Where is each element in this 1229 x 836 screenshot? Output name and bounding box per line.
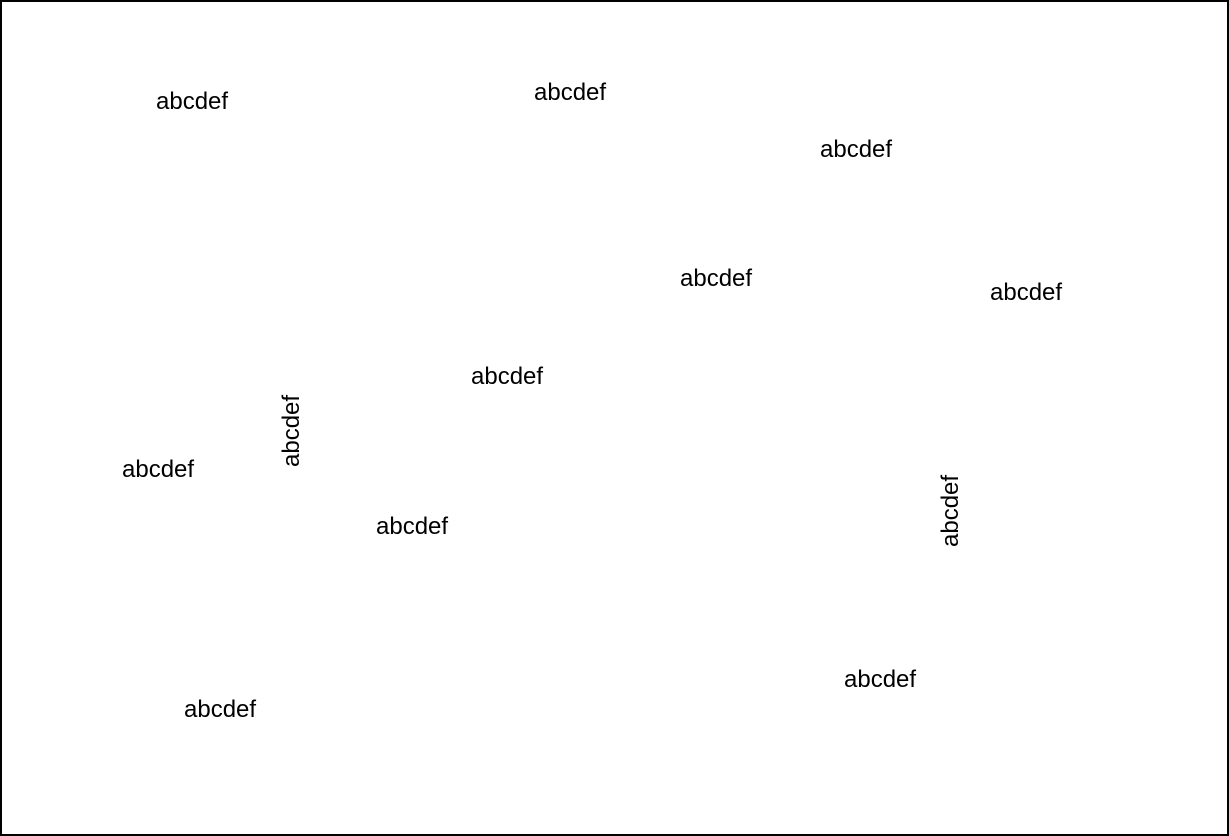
- text-label: abcdef: [376, 513, 449, 540]
- text-label: abcdef: [820, 136, 893, 163]
- rotated-text-label: abcdef: [937, 474, 964, 547]
- text-label: abcdef: [122, 456, 195, 483]
- text-label: abcdef: [156, 88, 229, 115]
- text-label: abcdef: [534, 79, 607, 106]
- rotated-text-label: abcdef: [278, 394, 305, 467]
- text-label: abcdef: [990, 279, 1063, 306]
- text-label: abcdef: [471, 363, 544, 390]
- text-label: abcdef: [184, 696, 257, 723]
- text-label: abcdef: [680, 265, 753, 292]
- text-label: abcdef: [844, 666, 917, 693]
